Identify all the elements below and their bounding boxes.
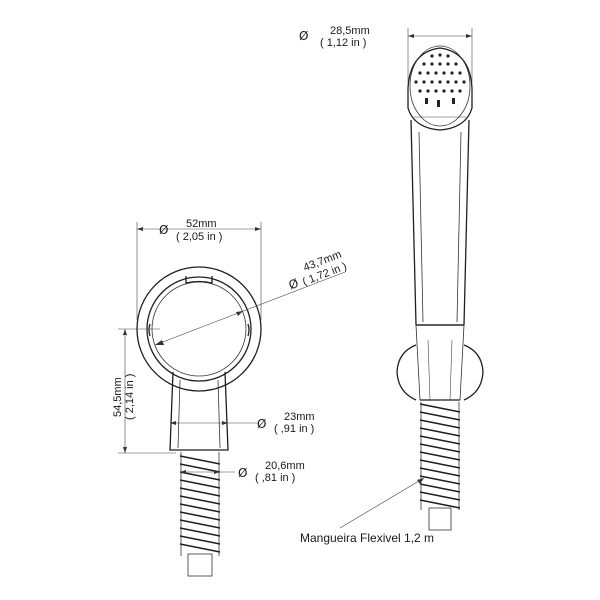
head-diameter-imperial: ( 1,12 in ) — [320, 37, 366, 49]
holder-width-metric: 52mm — [186, 218, 217, 230]
hand-shower — [396, 45, 484, 531]
holder-height-metric: 54,5mm — [112, 377, 124, 417]
head-diameter-symbol: Ø — [299, 29, 308, 43]
dimension-holder-inner: Ø 43,7mm ( 1,72 in ) — [287, 249, 349, 293]
dimension-holder-width: Ø 52mm ( 2,05 in ) — [136, 218, 262, 320]
hose-callout-label: Mangueira Flexivel 1,2 m — [300, 531, 434, 545]
dimension-head-diameter: Ø 28,5mm ( 1,12 in ) — [299, 25, 473, 82]
holder-height-imperial: ( 2,14 in ) — [124, 374, 136, 420]
neck-diameter-metric: 23mm — [284, 411, 315, 423]
hose-coil-left — [179, 452, 221, 577]
dimension-neck-diameter: Ø 23mm ( ,91 in ) — [170, 411, 315, 435]
shower-handle — [410, 119, 470, 326]
nozzle-holes — [414, 53, 466, 107]
hose-diameter-symbol: Ø — [238, 466, 247, 480]
holder-width-symbol: Ø — [159, 223, 168, 237]
side-holder — [396, 324, 484, 401]
hose-callout: Mangueira Flexivel 1,2 m — [300, 477, 434, 545]
holder-inner-symbol: Ø — [287, 276, 301, 292]
hose-diameter-imperial: ( ,81 in ) — [255, 472, 295, 484]
shower-head — [407, 45, 473, 131]
holder-width-imperial: ( 2,05 in ) — [176, 231, 222, 243]
head-diameter-metric: 28,5mm — [330, 25, 370, 37]
neck-diameter-imperial: ( ,91 in ) — [274, 423, 314, 435]
hose-coil-right — [419, 402, 461, 531]
hose-diameter-metric: 20,6mm — [265, 460, 305, 472]
dimension-holder-height: 54,5mm ( 2,14 in ) — [112, 328, 176, 454]
neck-diameter-symbol: Ø — [257, 417, 266, 431]
dimension-hose-diameter: Ø 20,6mm ( ,81 in ) — [180, 460, 305, 484]
